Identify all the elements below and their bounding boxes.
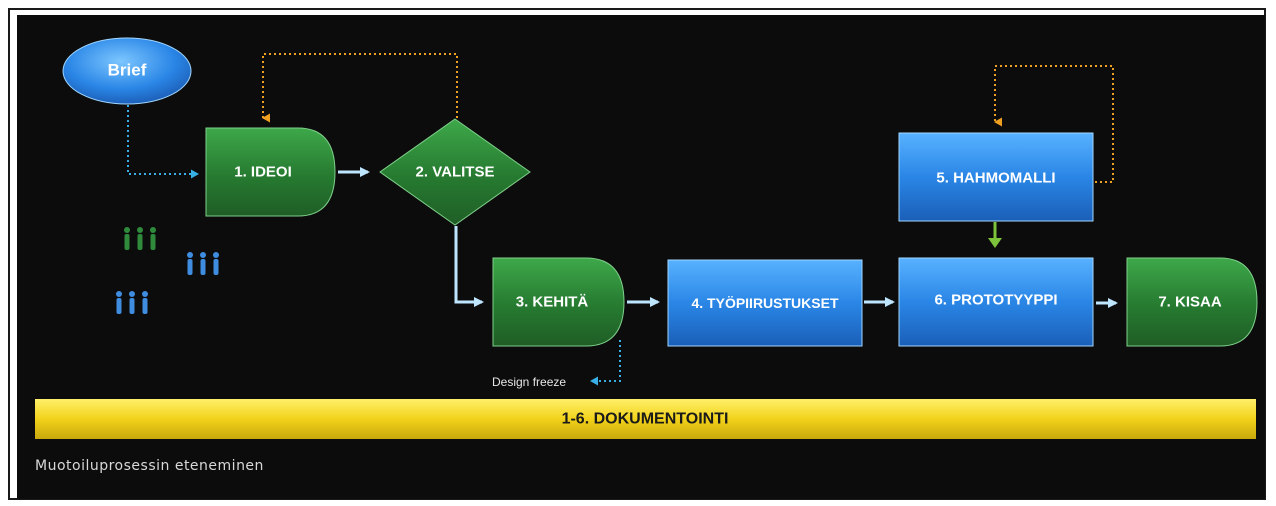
kisaa-label: 7. KISAA [1158, 294, 1222, 311]
brief-to-ideoi-connector [127, 105, 199, 179]
valitse-label: 2. VALITSE [416, 164, 495, 181]
hahmomalli-node: 5. HAHMOMALLI [898, 132, 1094, 222]
documentation-bar: 1-6. DOKUMENTOINTI [35, 399, 1256, 439]
design-freeze-connector [590, 340, 621, 386]
people-group-icon [187, 252, 219, 275]
ideoi-node: 1. IDEOI [205, 127, 336, 217]
valitse-node: 2. VALITSE [379, 118, 531, 226]
people-group-icon [116, 291, 148, 314]
documentation-bar-label: 1-6. DOKUMENTOINTI [562, 411, 729, 428]
hahmomalli-loop-connector [994, 65, 1114, 183]
brief-label: Brief [108, 61, 147, 80]
hahmomalli-to-prototyyppi-arrow [988, 222, 1002, 248]
people-group-icon [124, 227, 156, 250]
tyopiirustukset-node: 4. TYÖPIIRUSTUKSET [667, 259, 863, 347]
kehita-node: 3. KEHITÄ [492, 257, 625, 347]
ideoi-valitse-loop-connector [262, 53, 458, 123]
kehita-label: 3. KEHITÄ [516, 294, 589, 311]
valitse-to-kehita-arrow [454, 226, 484, 307]
brief-node: Brief [62, 37, 192, 105]
design-freeze-label: Design freeze [492, 375, 566, 389]
tyopiirustukset-label: 4. TYÖPIIRUSTUKSET [691, 295, 838, 311]
prototyyppi-label: 6. PROTOTYYPPI [934, 292, 1057, 309]
figure-caption: Muotoiluprosessin eteneminen [35, 458, 264, 474]
kisaa-node: 7. KISAA [1126, 257, 1258, 347]
prototyyppi-node: 6. PROTOTYYPPI [898, 257, 1094, 347]
hahmomalli-label: 5. HAHMOMALLI [936, 170, 1055, 187]
ideoi-label: 1. IDEOI [234, 164, 292, 181]
